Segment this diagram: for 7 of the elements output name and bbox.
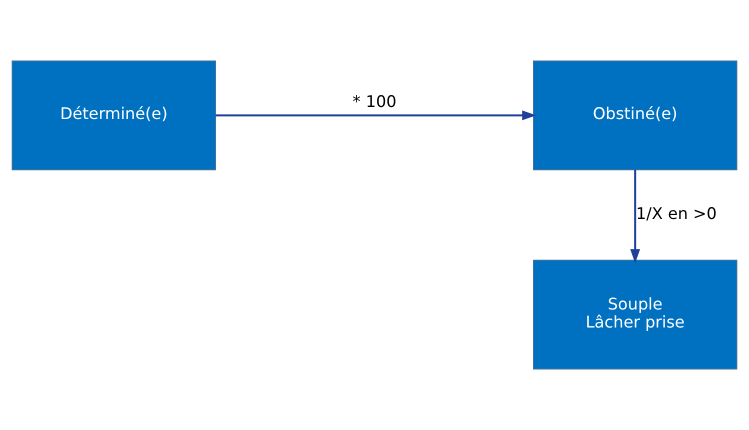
node-box: Souple Lâcher prise bbox=[533, 260, 738, 370]
arrow bbox=[630, 170, 640, 264]
node-box: Déterminé(e) bbox=[12, 60, 216, 170]
node-box: Obstiné(e) bbox=[533, 60, 738, 170]
arrow bbox=[216, 110, 536, 120]
edge-label: * 100 bbox=[352, 92, 396, 112]
edge-label: 1/X en >0 bbox=[636, 204, 717, 223]
